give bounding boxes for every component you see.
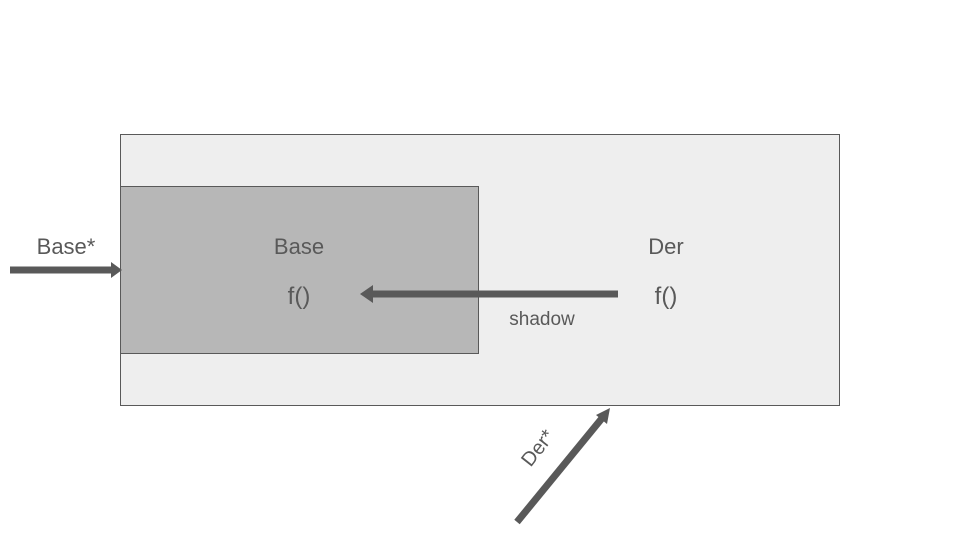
derived-pointer-arrow xyxy=(514,408,610,525)
derived-title: Der xyxy=(648,234,683,259)
base-pointer-head xyxy=(111,262,122,278)
base-title: Base xyxy=(274,234,324,259)
base-subobject-box xyxy=(120,186,479,354)
shadow-arrow xyxy=(360,285,618,303)
shadow-arrow-head xyxy=(360,285,373,303)
shadow-label: shadow xyxy=(509,309,575,330)
derived-pointer-label: Der* xyxy=(517,426,559,471)
base-method: f() xyxy=(288,283,311,310)
derived-pointer-head xyxy=(596,408,610,424)
derived-pointer-shaft xyxy=(514,414,606,525)
base-pointer-label: Base* xyxy=(37,234,96,259)
derived-method: f() xyxy=(655,283,678,310)
base-pointer-arrow xyxy=(10,262,122,278)
